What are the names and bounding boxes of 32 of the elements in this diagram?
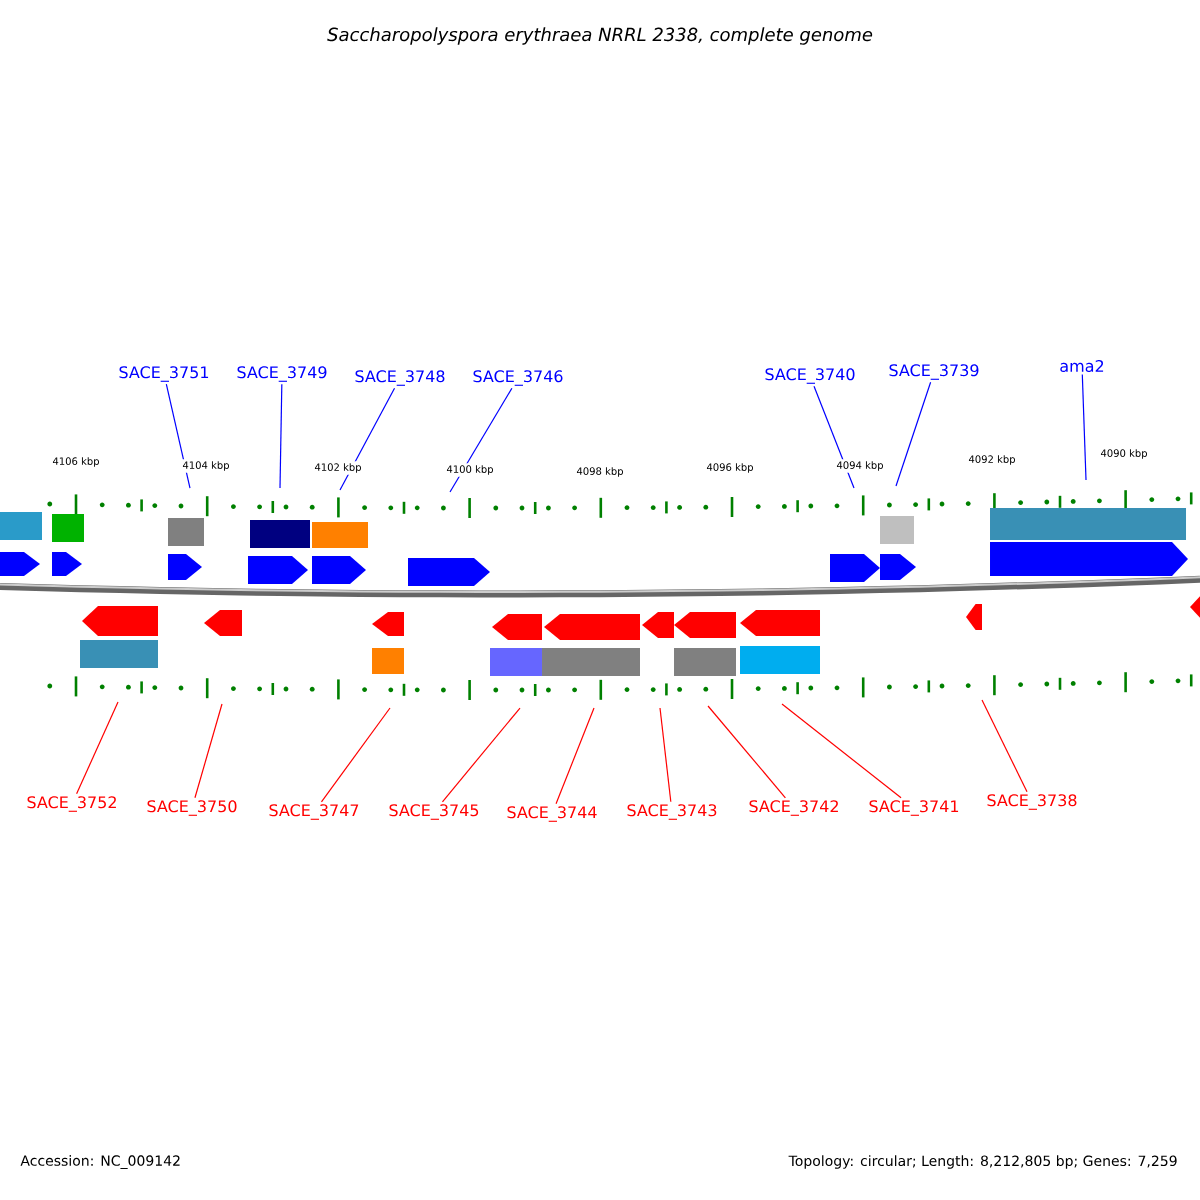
gene-label: SACE_3752 <box>27 796 116 812</box>
leader-line <box>441 707 521 803</box>
leader-line <box>449 387 513 493</box>
leader-line <box>76 701 119 795</box>
leader-line <box>659 707 672 803</box>
leader-line <box>555 707 595 805</box>
gene-label: SACE_3746 <box>473 370 563 386</box>
gene-label: SACE_3738 <box>987 794 1077 810</box>
leader-line <box>707 705 786 799</box>
gene-label: ama2 <box>1060 359 1104 373</box>
gene-label: SACE_3745 <box>389 804 479 820</box>
leader-line <box>320 707 391 803</box>
gene-label: SACE_3742 <box>749 800 838 816</box>
gene-label: SACE_3748 <box>355 370 445 386</box>
gene-label: SACE_3744 <box>507 806 597 822</box>
leader-line <box>1081 373 1087 481</box>
leader-line <box>279 383 283 489</box>
gene-label: SACE_3743 <box>627 804 717 820</box>
leader-line <box>781 703 902 799</box>
gene-label: SACE_3747 <box>269 804 359 820</box>
title: Saccharopolyspora erythraea NRRL 2338, complete genome <box>327 27 873 45</box>
leader-line <box>194 703 223 799</box>
gene-label: SACE_3739 <box>889 364 979 380</box>
gene-label: SACE_3751 <box>119 366 209 382</box>
leader-line <box>339 387 396 491</box>
leader-line <box>895 381 932 487</box>
leader-line <box>981 699 1028 793</box>
leader-line <box>813 385 855 489</box>
gene-label: SACE_3750 <box>147 800 237 816</box>
gene-label: SACE_3741 <box>869 800 959 816</box>
gene-label: SACE_3749 <box>237 366 327 382</box>
gene-label: SACE_3740 <box>765 368 855 384</box>
